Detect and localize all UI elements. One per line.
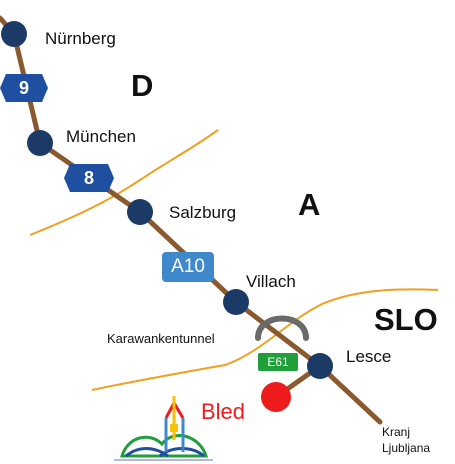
city-label-nurnberg: Nürnberg (45, 29, 116, 48)
bled-castle-icon (114, 396, 213, 461)
country-label-slovenia: SLO (374, 302, 438, 337)
city-label-lesce: Lesce (346, 347, 392, 366)
onward-label-kranj: Kranj (382, 425, 411, 439)
city-marker-lesce (307, 353, 333, 379)
motorway-a10-label: A10 (171, 256, 205, 277)
border-germany-austria (29, 129, 219, 236)
destination-marker-bled (261, 382, 291, 412)
autobahn-shield-icon (0, 74, 48, 102)
country-label-austria: A (298, 187, 321, 222)
autobahn-8-label: 8 (83, 168, 94, 188)
onward-label-ljubljana: Ljubljana (382, 441, 431, 455)
city-label-villach: Villach (246, 272, 296, 291)
european-route-sign-icon (258, 353, 298, 371)
border-austria-slovenia (91, 288, 439, 391)
country-label-germany: D (131, 68, 154, 103)
destination-label-bled: Bled (201, 399, 246, 424)
city-label-salzburg: Salzburg (169, 203, 237, 222)
city-marker-munchen (27, 130, 53, 156)
tunnel-arch-icon (255, 315, 309, 341)
city-label-munchen: München (66, 127, 136, 146)
european-route-e61-label: E61 (267, 355, 289, 369)
tunnel-label: Karawankentunnel (107, 331, 215, 346)
city-marker-villach (223, 289, 249, 315)
city-marker-nurnberg (1, 21, 27, 47)
autobahn-shield-icon (64, 164, 114, 192)
city-marker-salzburg (127, 199, 153, 225)
motorway-sign-icon (162, 252, 214, 282)
autobahn-9-label: 9 (18, 78, 29, 98)
